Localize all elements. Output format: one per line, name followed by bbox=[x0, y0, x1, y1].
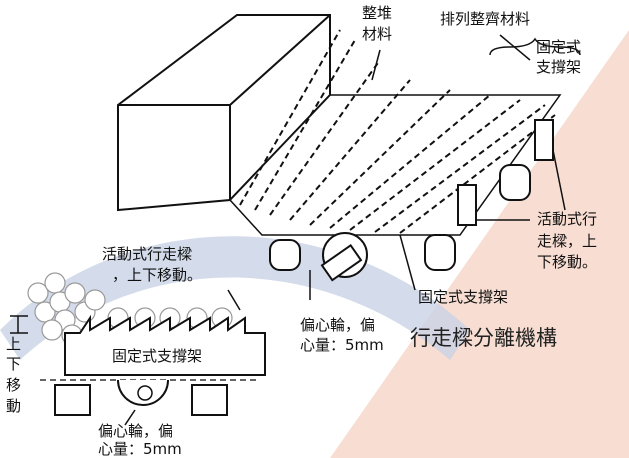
label-eccentric-bottom-1: 偏心輪，偏 bbox=[98, 422, 174, 440]
label-movable-beam-left-2: ，上下移動。 bbox=[112, 266, 203, 284]
label-up-down-2: 下 bbox=[6, 355, 22, 373]
peach-background bbox=[330, 30, 629, 458]
upper-machine bbox=[117, 14, 581, 300]
label-fixed-support-top-2: 支撐架 bbox=[536, 58, 582, 76]
label-up-down-3: 移 bbox=[6, 376, 22, 394]
label-movable-beam-right-2: 走樑，上 bbox=[537, 232, 598, 250]
label-bulk-material-2: 材料 bbox=[362, 25, 393, 43]
label-eccentric-mid-2: 心量：5mm bbox=[300, 336, 384, 354]
label-fixed-support-top-1: 固定式 bbox=[536, 38, 582, 56]
label-eccentric-mid-1: 偏心輪，偏 bbox=[300, 316, 376, 334]
label-movable-beam-right-3: 下移動。 bbox=[537, 253, 598, 271]
label-aligned-material: 排列整齊材料 bbox=[440, 10, 531, 28]
label-up-down-1: 上 bbox=[6, 335, 22, 353]
label-fixed-support-box: 固定式支撐架 bbox=[112, 347, 203, 365]
lower-section bbox=[10, 272, 266, 426]
label-fixed-support-mid: 固定式支撐架 bbox=[418, 288, 509, 306]
diagram-title: 行走樑分離機構 bbox=[410, 326, 557, 350]
label-movable-beam-right-1: 活動式行 bbox=[537, 210, 598, 228]
label-bulk-material-1: 整堆 bbox=[362, 4, 393, 22]
label-eccentric-bottom-2: 心量：5mm bbox=[98, 440, 182, 458]
label-up-down-4: 動 bbox=[6, 397, 22, 415]
label-movable-beam-left-1: 活動式行走樑 bbox=[102, 245, 193, 263]
